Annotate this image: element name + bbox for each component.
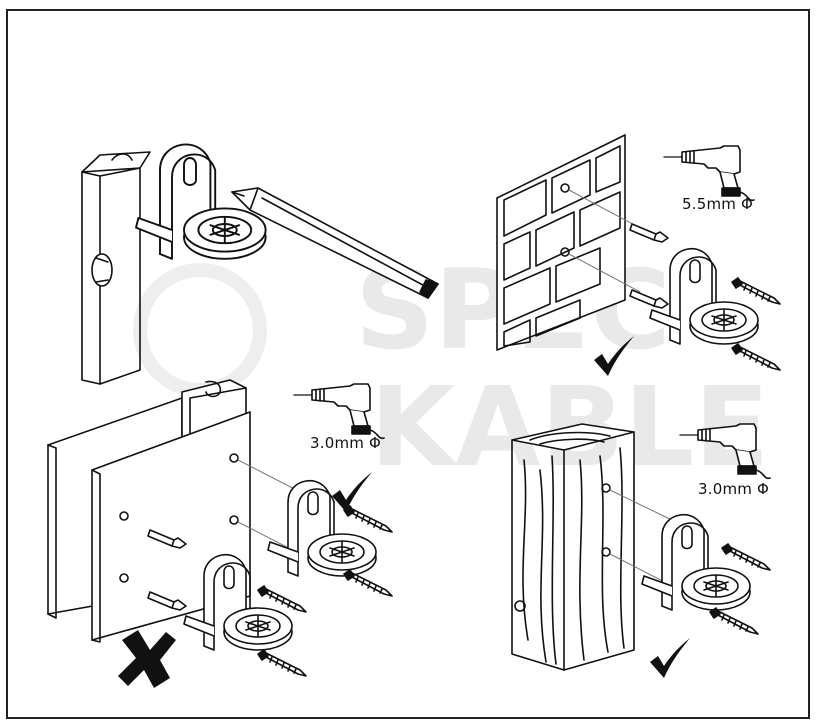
brick-wall-illustration — [496, 134, 781, 377]
check-icon — [649, 637, 691, 679]
drywall-drill-size-label: 3.0mm Φ — [310, 434, 382, 452]
diagram-frame — [6, 9, 810, 719]
brick-drill-size-label: 5.5mm Φ — [682, 195, 754, 213]
cross-icon — [118, 630, 176, 688]
wood-drill-size-label: 3.0mm Φ — [698, 480, 770, 498]
spirit-level-icon — [81, 151, 151, 385]
drill-icon — [663, 145, 755, 202]
drywall-illustration — [47, 379, 393, 688]
pencil-icon — [231, 187, 439, 299]
wood-post-illustration — [511, 423, 771, 679]
check-icon — [331, 471, 373, 513]
marking-step-illustration — [81, 143, 439, 385]
